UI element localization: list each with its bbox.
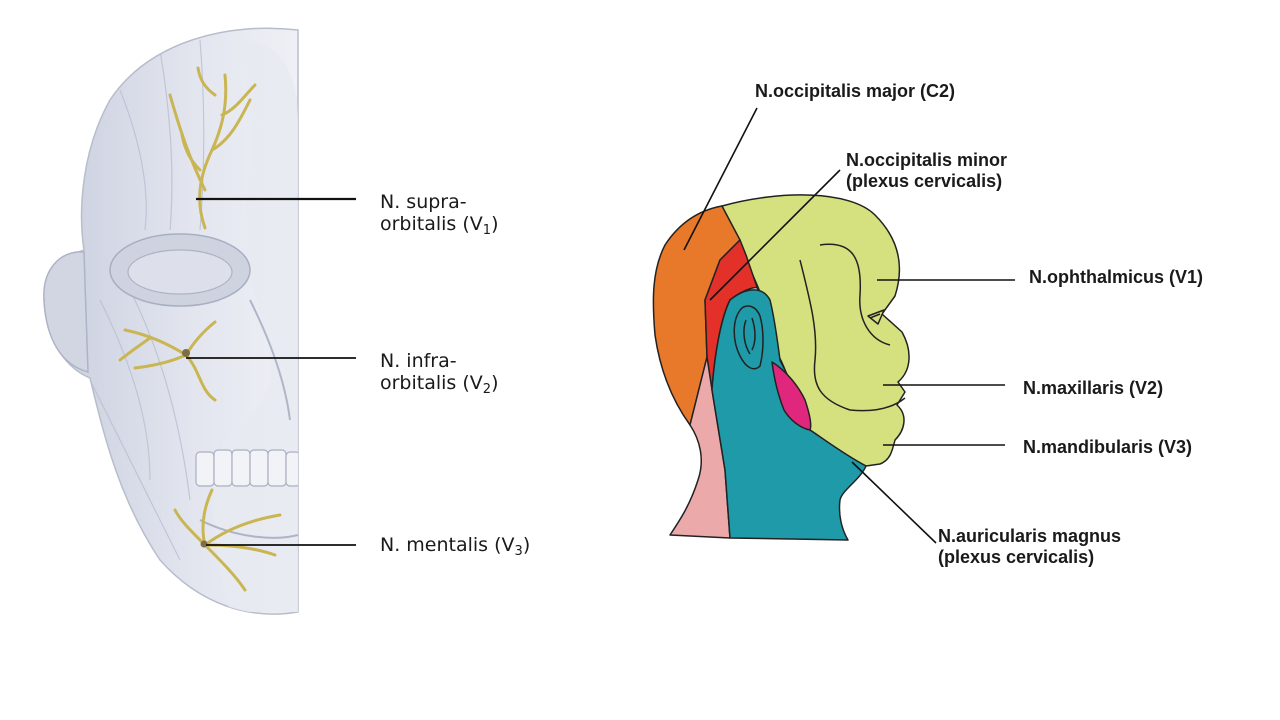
label-occipitalis-minor-line1: N.occipitalis minor [846,150,1008,170]
ear-outline [733,305,764,370]
right-head-diagram [652,194,910,541]
label-occipitalis-minor-line2: (plexus cervicalis) [846,170,1003,191]
teeth [195,449,298,487]
label-maxillaris: N.maxillaris (V2) [1023,378,1164,398]
occ-minor-leader [709,169,841,301]
label-infraorbitalis: N. infra- orbitalis (V2) [380,350,499,397]
label-auricularis-magnus-line1: N.auricularis magnus [938,526,1122,546]
label-occipitalis-major: N.occipitalis major (C2) [755,81,956,101]
occipitalis-major-zone [652,205,741,426]
label-infraorbitalis-line1: N. infra- [380,350,457,372]
label-auricularis-magnus: N.auricularis magnus (plexus cervicalis) [938,526,1121,567]
posterior-cervical-zone [669,356,731,539]
label-supraorbitalis-line1: N. supra- [380,191,467,213]
label-occipitalis-minor: N.occipitalis minor (plexus cervicalis) [846,150,1007,191]
auricularis-leader [851,461,937,544]
label-mandibularis: N.mandibularis (V3) [1023,437,1193,457]
label-infraorbitalis-line2: orbitalis (V2) [380,371,499,397]
label-ophthalmicus: N.ophthalmicus (V1) [1029,267,1204,287]
label-supraorbitalis-line2: orbitalis (V1) [380,212,499,238]
label-supraorbitalis: N. supra- orbitalis (V1) [380,191,499,238]
mandibular-pink-zone [771,361,812,431]
supraorbital-nerve [168,66,257,230]
occ-major-leader [683,107,758,251]
left-face-illustration [43,27,356,615]
ear [43,251,89,373]
label-auricularis-magnus-line2: (plexus cervicalis) [938,546,1095,567]
right-leaders [683,107,1015,544]
label-mentalis: N. mentalis (V3) [380,534,531,559]
